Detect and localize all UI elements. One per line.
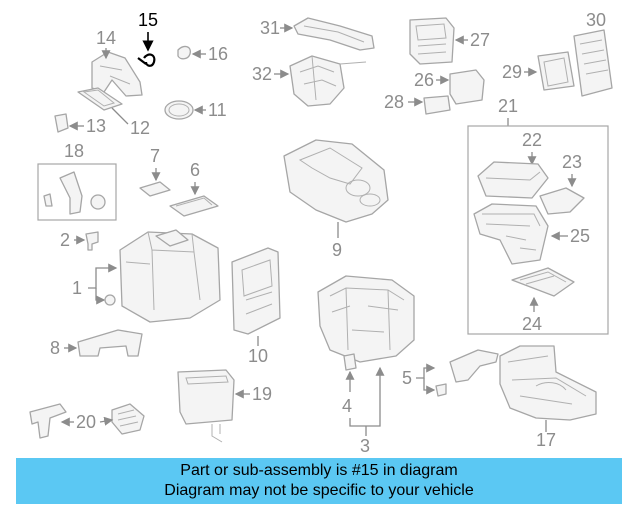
callout-5: 5 [402,368,412,388]
part-18-group: 18 [37,141,117,221]
part-20-bracket: 20 [29,403,145,439]
callout-32: 32 [252,64,272,84]
part-3-frame: 4 3 [317,275,415,455]
callout-11: 11 [208,100,227,120]
callout-31: 31 [260,18,280,38]
callout-15: 15 [138,10,158,30]
part-31-lid: 31 [260,17,375,51]
part-29-frame: 29 [502,51,575,91]
parts-diagram: 14 15 16 12 11 13 18 [29,10,613,455]
callout-25: 25 [570,226,590,246]
callout-1: 1 [72,278,82,298]
part-5-duct: 5 [402,349,499,397]
callout-27: 27 [470,30,490,50]
part-32-base: 32 [252,55,367,107]
callout-16: 16 [208,44,228,64]
part-19-bin: 19 [177,369,272,443]
banner-line-1: Part or sub-assembly is #15 in diagram [180,462,458,479]
callout-20: 20 [76,412,96,432]
part-7-pad: 7 [139,146,171,197]
callout-30: 30 [586,10,606,30]
part-6-pad: 6 [169,160,219,217]
callout-3: 3 [360,436,370,455]
callout-24: 24 [522,314,542,334]
callout-12: 12 [130,118,150,138]
part-8-bracket: 8 [50,329,143,358]
callout-9: 9 [332,240,342,260]
callout-8: 8 [50,338,60,358]
part-16-clip: 16 [177,44,228,64]
part-15-clip: 15 [137,10,158,67]
callout-26: 26 [414,70,434,90]
info-banner: Part or sub-assembly is #15 in diagram D… [16,458,622,504]
part-2-bolt: 2 [60,230,99,251]
callout-14: 14 [96,28,116,48]
part-10-panel: 10 [231,247,281,366]
banner-line-2: Diagram may not be specific to your vehi… [164,482,474,499]
callout-2: 2 [60,230,70,250]
callout-7: 7 [150,146,160,166]
part-9-console: 9 [283,139,389,260]
part-17-floor-console: 17 [499,345,597,450]
callout-17: 17 [536,430,556,450]
callout-6: 6 [190,160,200,180]
callout-28: 28 [384,92,404,112]
part-27-bezel: 27 [409,17,490,65]
callout-4: 4 [342,396,352,416]
callout-21: 21 [498,96,518,116]
callout-22: 22 [522,130,542,150]
part-28-bracket: 28 [384,92,451,115]
part-12-mat: 12 [77,87,150,138]
callout-13: 13 [86,116,106,136]
part-13-clip: 13 [54,113,106,136]
callout-29: 29 [502,62,522,82]
callout-19: 19 [252,384,272,404]
part-11-ring: 11 [164,100,227,120]
part-1-housing: 1 [72,229,221,323]
callout-18: 18 [64,141,84,161]
callout-23: 23 [562,152,582,172]
callout-10: 10 [248,346,268,366]
part-30-plate: 30 [573,10,613,97]
part-21-armrest-group: 21 22 23 25 24 [467,96,609,335]
part-26-switch: 26 [414,69,485,105]
part-14-bracket: 14 [91,28,143,97]
